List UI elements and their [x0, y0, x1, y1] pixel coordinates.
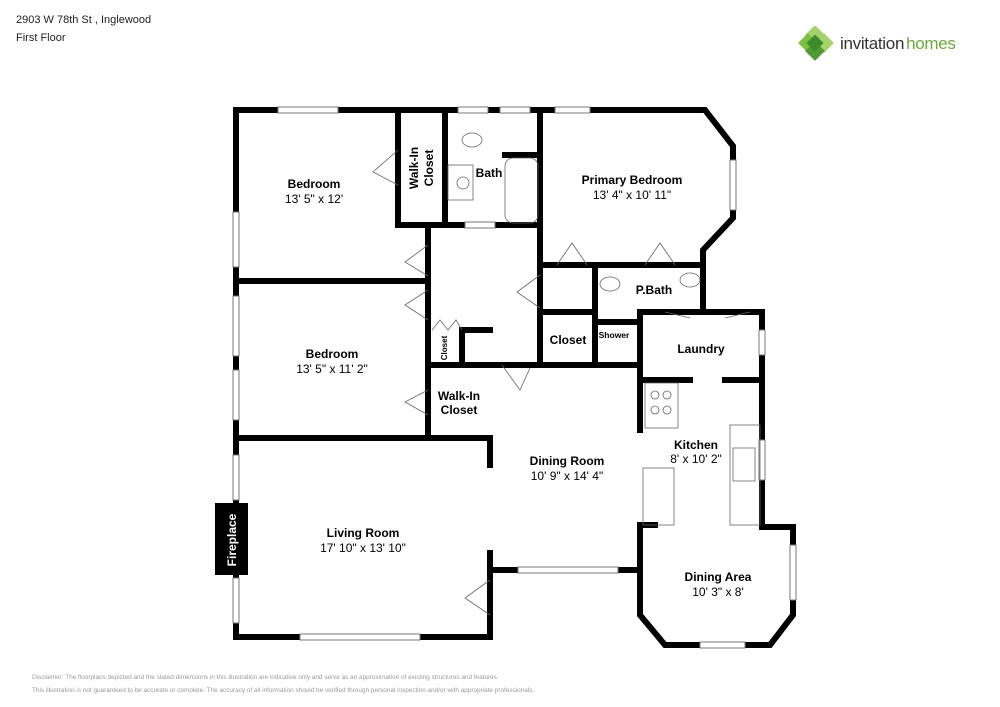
- walkin1-name-line2: Closet: [422, 150, 436, 187]
- bath-name: Bath: [476, 166, 503, 180]
- bedroom1-dims: 13' 5" x 12': [285, 192, 343, 206]
- bedroom2-name: Bedroom: [306, 347, 359, 361]
- walkin1-name-line1: Walk-In: [407, 147, 421, 189]
- fixtures: [447, 132, 761, 526]
- walkin2-name-line2: Closet: [441, 403, 478, 417]
- dining-room-name: Dining Room: [530, 454, 605, 468]
- logo-mark-icon: [798, 26, 834, 61]
- small-closet-name: Closet: [440, 335, 449, 360]
- sink-icon: [679, 272, 701, 288]
- windows: [232, 106, 797, 649]
- dining-area-dims: 10' 3" x 8': [692, 585, 744, 599]
- toilet-icon: [461, 132, 483, 148]
- logo-word-invitation: invitation: [840, 34, 905, 53]
- kitchen-sink-icon: [732, 447, 756, 482]
- address: 2903 W 78th St , Inglewood: [16, 14, 152, 26]
- living-room-dims: 17' 10" x 13' 10": [320, 541, 406, 555]
- dining-area-name: Dining Area: [685, 570, 752, 584]
- bedroom2-dims: 13' 5" x 11' 2": [296, 362, 368, 376]
- stove-icon: [644, 382, 679, 429]
- pbath-name: P.Bath: [636, 283, 672, 297]
- disclaimer-line1: Disclaimer: The floorplans depicted and …: [32, 674, 499, 681]
- floor-label: First Floor: [16, 32, 66, 44]
- walkin2-name-line1: Walk-In: [438, 389, 480, 403]
- closet-name: Closet: [550, 333, 587, 347]
- counter: [729, 424, 761, 526]
- living-room-name: Living Room: [327, 526, 400, 540]
- room-labels: Bedroom 13' 5" x 12' Walk-In Closet Bath…: [285, 147, 752, 599]
- laundry-name: Laundry: [677, 342, 725, 356]
- toilet-icon: [599, 276, 621, 292]
- logo-word-homes: homes: [906, 34, 956, 53]
- bedroom1-name: Bedroom: [288, 177, 341, 191]
- bathtub-icon: [504, 157, 539, 224]
- kitchen-dims: 8' x 10' 2": [670, 452, 722, 466]
- sink-icon: [447, 164, 474, 201]
- dining-room-dims: 10' 9" x 14' 4": [531, 469, 603, 483]
- kitchen-island: [642, 467, 675, 526]
- primary-dims: 13' 4" x 10' 11": [593, 188, 671, 202]
- primary-name: Primary Bedroom: [582, 173, 683, 187]
- shower-name: Shower: [599, 330, 630, 340]
- fireplace-label: Fireplace: [225, 513, 239, 566]
- doors: [372, 149, 751, 616]
- kitchen-name: Kitchen: [674, 438, 718, 452]
- disclaimer-line2: This illustration is not guaranteed to b…: [32, 687, 535, 694]
- fireplace: Fireplace: [215, 503, 248, 575]
